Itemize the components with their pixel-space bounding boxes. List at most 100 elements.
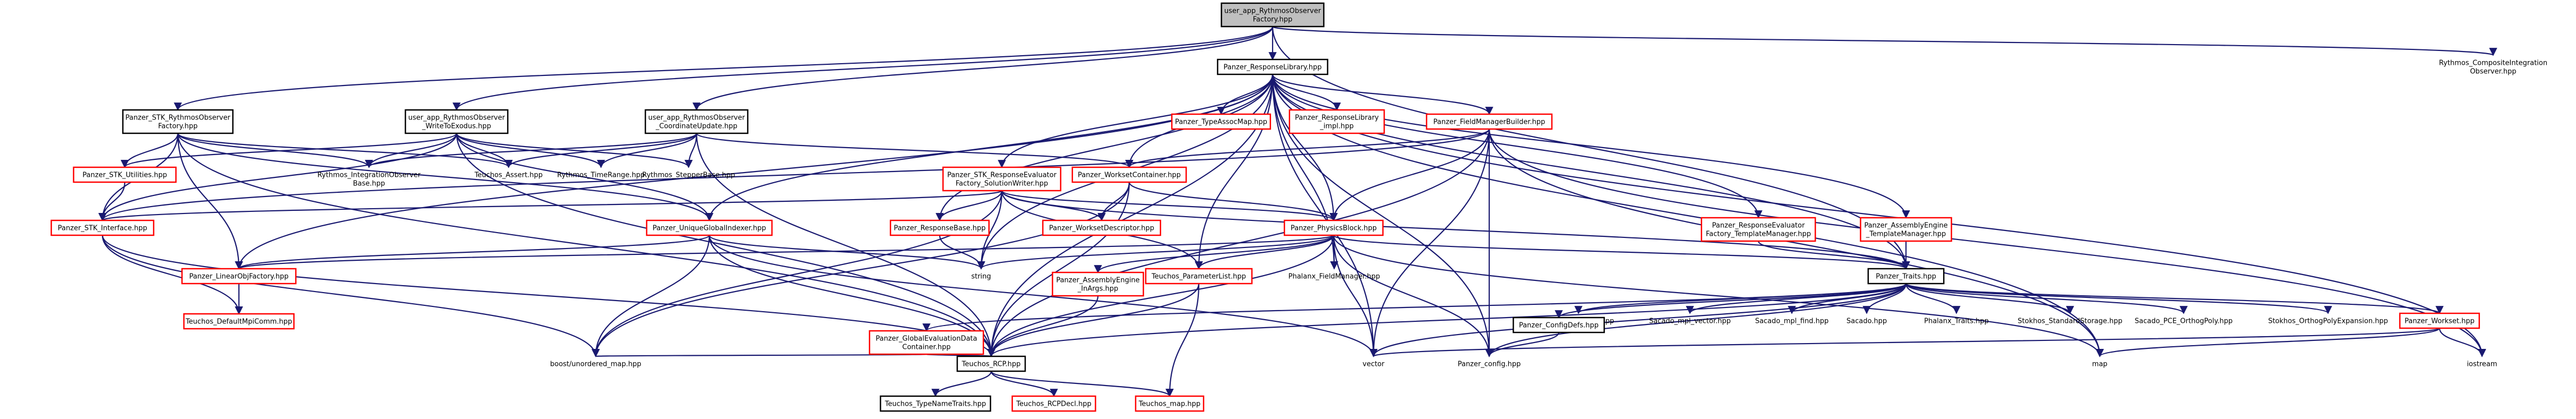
- node-rcpdecl[interactable]: Teuchos_RCPDecl.hpp: [1011, 395, 1096, 412]
- edge: [1370, 327, 2441, 357]
- edge: [452, 26, 1274, 111]
- node-sacpce: Sacado_PCE_OrthogPoly.hpp: [2135, 317, 2232, 325]
- edge: [1195, 235, 1335, 270]
- edge-coordupd-to-rcp: [695, 133, 995, 357]
- node-label: map: [2092, 360, 2108, 368]
- edge-stkiface-to-umap: [101, 235, 600, 357]
- node-wsd[interactable]: Panzer_WorksetDescriptor.hpp: [1042, 219, 1162, 236]
- edge: [456, 133, 693, 168]
- node-label: Panzer_ResponseLibrary: [1295, 114, 1379, 122]
- node-label: Panzer_ConfigDefs.hpp: [1519, 321, 1599, 329]
- edge: [177, 133, 995, 357]
- node-box: [1283, 219, 1384, 236]
- edge-writeexo-to-stepper: [456, 133, 693, 168]
- edge-resp-to-fmbuilder: [1272, 74, 1493, 115]
- node-label: Stokhos_OrthogPolyExpansion.hpp: [2268, 317, 2388, 325]
- node-fmbuilder[interactable]: Panzer_FieldManagerBuilder.hpp: [1426, 113, 1553, 130]
- node-writeexo[interactable]: user_app_RythmosObserver_WriteToExodus.h…: [405, 109, 509, 134]
- node-refactm[interactable]: Panzer_ResponseEvaluatorFactory_Template…: [1701, 217, 1816, 242]
- node-label: Panzer_ResponseEvaluator: [1712, 221, 1805, 229]
- node-label: user_app_RythmosObserver: [1224, 7, 1321, 15]
- edge-stkobsfac-to-stkutil: [121, 133, 179, 168]
- edge: [935, 190, 1003, 221]
- node-ugi[interactable]: Panzer_UniqueGlobalIndexer.hpp: [646, 219, 773, 236]
- edge: [1485, 332, 1560, 357]
- edge: [456, 133, 714, 221]
- edge: [174, 26, 1274, 111]
- node-traits[interactable]: Panzer_Traits.hpp: [1867, 268, 1945, 285]
- node-label: Container.hpp: [902, 343, 950, 351]
- edge-refactm-to-traits: [1757, 241, 1910, 270]
- node-aeinargs[interactable]: Panzer_AssemblyEngine_InArgs.hpp: [1052, 271, 1144, 297]
- node-label: Base.hpp: [353, 179, 385, 187]
- node-stkiface[interactable]: Panzer_STK_Interface.hpp: [50, 219, 154, 236]
- node-timerange: Rythmos_TimeRange.hpp: [557, 171, 645, 179]
- edge: [935, 74, 1274, 221]
- edge-wsc-to-wsd: [1097, 182, 1130, 221]
- node-workset[interactable]: Panzer_Workset.hpp: [2399, 312, 2480, 329]
- edge: [977, 234, 1335, 270]
- node-label: Panzer_AssemblyEngine: [1056, 276, 1139, 284]
- edge: [121, 133, 458, 168]
- node-label: Panzer_AssemblyEngine: [1864, 221, 1947, 229]
- edge: [990, 371, 1174, 397]
- node-aetm[interactable]: Panzer_AssemblyEngine_TemplateManager.hp…: [1860, 217, 1952, 242]
- edge-coordupd-to-wsc: [695, 132, 1134, 168]
- node-label: Panzer_Workset.hpp: [2405, 317, 2475, 325]
- edge-rcp-to-tnt: [931, 371, 992, 397]
- node-configdefs[interactable]: Panzer_ConfigDefs.hpp: [1513, 317, 1605, 334]
- node-box: [1860, 217, 1952, 242]
- edge-writeexo-to-stkiface: [98, 133, 458, 221]
- node-wsc[interactable]: Panzer_WorksetContainer.hpp: [1071, 166, 1187, 183]
- edge: [939, 235, 985, 270]
- node-linobj[interactable]: Panzer_LinearObjFactory.hpp: [181, 268, 297, 285]
- node-coordupd[interactable]: user_app_RythmosObserver_CoordinateUpdat…: [645, 109, 749, 134]
- node-tnt[interactable]: Teuchos_TypeNameTraits.hpp: [880, 395, 991, 412]
- edge: [504, 133, 698, 168]
- node-rcp[interactable]: Teuchos_RCP.hpp: [956, 355, 1026, 372]
- edge: [1165, 283, 1200, 397]
- node-resp[interactable]: Panzer_ResponseLibrary.hpp: [1217, 58, 1328, 75]
- edge: [235, 234, 710, 270]
- node-resplibimpl[interactable]: Panzer_ResponseLibrary_impl.hpp: [1289, 109, 1385, 134]
- edge-ugi-to-umap: [591, 235, 710, 357]
- node-stokstd: Stokhos_StandardStorage.hpp: [2017, 317, 2122, 325]
- node-label: Panzer_TypeAssocMap.hpp: [1175, 118, 1267, 126]
- edge-traits-to-rcp: [987, 283, 1907, 357]
- node-map: map: [2092, 360, 2108, 368]
- node-label: Factory_TemplateManager.hpp: [1706, 230, 1811, 238]
- edge-physblock-to-traits: [1333, 234, 1910, 270]
- node-box: [1221, 2, 1325, 28]
- node-label: Rythmos_StepperBase.hpp: [642, 171, 735, 179]
- edge: [98, 129, 1490, 221]
- edge: [1488, 129, 2104, 357]
- node-stkutil[interactable]: Panzer_STK_Utilities.hpp: [73, 166, 177, 183]
- edge: [1125, 129, 1490, 168]
- edge: [1128, 182, 1338, 221]
- node-tmap[interactable]: Teuchos_map.hpp: [1135, 395, 1205, 412]
- node-typeassoc[interactable]: Panzer_TypeAssocMap.hpp: [1171, 113, 1272, 130]
- edge-coordupd-to-timerange: [597, 133, 698, 168]
- edge: [1272, 74, 1910, 219]
- node-label: Panzer_STK_Utilities.hpp: [82, 171, 167, 179]
- node-stkre[interactable]: Panzer_STK_ResponseEvaluatorFactory_Solu…: [942, 166, 1062, 192]
- edge-stkre-to-stkiface: [99, 190, 1003, 221]
- node-respbase[interactable]: Panzer_ResponseBase.hpp: [889, 219, 990, 236]
- edge: [1272, 74, 1341, 111]
- edge: [1333, 235, 1378, 357]
- edge: [1905, 283, 2444, 314]
- edge-resp-to-typeassoc: [1217, 74, 1274, 115]
- edge: [177, 133, 513, 168]
- node-physblock[interactable]: Panzer_PhysicsBlock.hpp: [1283, 219, 1384, 236]
- node-box: [1145, 268, 1253, 285]
- node-box: [880, 395, 991, 412]
- node-defmpi[interactable]: Teuchos_DefaultMpiComm.hpp: [183, 313, 295, 330]
- node-plist[interactable]: Teuchos_ParameterList.hpp: [1145, 268, 1253, 285]
- edge-physblock-to-string: [977, 234, 1335, 270]
- edge-resp-to-vector: [1272, 74, 1378, 357]
- node-box: [50, 219, 154, 236]
